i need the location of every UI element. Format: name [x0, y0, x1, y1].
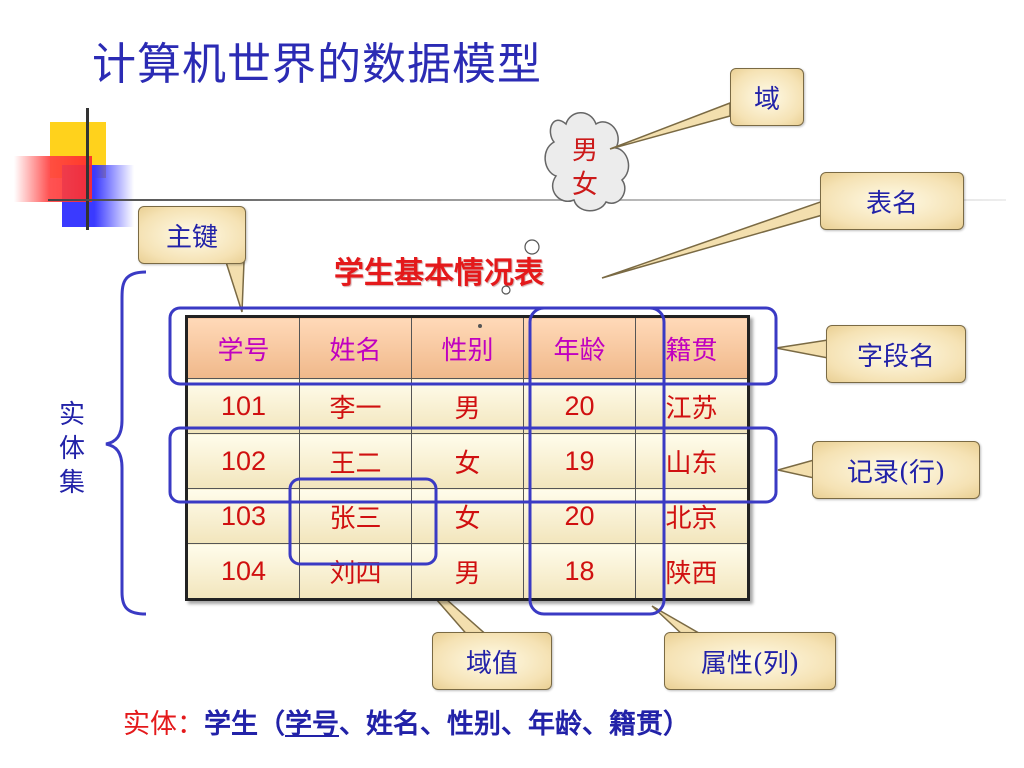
field-name-callout-tail: [775, 339, 829, 359]
entity-attributes: 、姓名、性别、年龄、籍贯）: [339, 709, 690, 740]
callout-primary-key: 主键: [138, 206, 246, 264]
decor-red-square: [14, 156, 92, 202]
table-row: 101 李一 男 20 江苏: [186, 378, 749, 434]
header-cell-name: 姓名: [299, 316, 412, 379]
callout-table-name: 表名: [820, 172, 964, 230]
table-cell: 王二: [299, 433, 412, 489]
decor-horizontal-line: [48, 199, 1006, 201]
table-cell: 18: [523, 543, 636, 600]
callout-attribute: 属性(列): [664, 632, 836, 690]
cloud-domain-values: 男 女: [560, 134, 610, 202]
table-cell: 104: [186, 543, 300, 600]
table-cell: 北京: [635, 488, 749, 544]
entity-set-label: 实 体 集: [54, 398, 90, 500]
student-info-table: 学号 姓名 性别 年龄 籍贯 101 李一 男 20 江苏 102 王二 女 1…: [185, 315, 750, 601]
callout-field-name: 字段名: [826, 325, 966, 383]
table-name-callout-tail: [601, 198, 827, 279]
header-cell-age: 年龄: [523, 316, 636, 379]
table-row: 104 刘四 男 18 陕西: [186, 543, 749, 600]
table-cell: 山东: [635, 433, 749, 489]
header-cell-gender: 性别: [411, 316, 524, 379]
table-cell: 102: [186, 433, 300, 489]
cloud-value: 男: [571, 136, 598, 166]
table-cell: 女: [411, 488, 524, 544]
entity-prefix: 实体：: [123, 709, 204, 740]
entity-set-char: 集: [58, 468, 85, 498]
entity-name: 学生（: [204, 709, 285, 740]
entity-set-brace: [105, 270, 147, 616]
entity-key: 学号: [285, 709, 339, 740]
entity-set-char: 实: [58, 400, 85, 430]
table-cell: 女: [411, 433, 524, 489]
table-cell: 陕西: [635, 543, 749, 600]
callout-domain: 域: [730, 68, 804, 126]
cloud-shape: [544, 112, 630, 212]
table-cell: 张三: [299, 488, 412, 544]
table-cell: 103: [186, 488, 300, 544]
record-callout-tail: [777, 459, 815, 479]
domain-callout-tail: [609, 101, 731, 150]
table-cell: 刘四: [299, 543, 412, 600]
entity-definition: 实体：学生（学号、姓名、性别、年龄、籍贯）: [123, 702, 690, 741]
table-row: 102 王二 女 19 山东: [186, 433, 749, 489]
primary-key-callout-tail: [224, 261, 245, 313]
table-row: 103 张三 女 20 北京: [186, 488, 749, 544]
table-cell: 101: [186, 378, 300, 434]
table-cell: 19: [523, 433, 636, 489]
header-cell-student-id: 学号: [186, 316, 300, 379]
table-cell: 20: [523, 488, 636, 544]
callout-domain-value: 域值: [432, 632, 552, 690]
page-title: 计算机世界的数据模型: [92, 39, 542, 90]
table-cell: 江苏: [635, 378, 749, 434]
decor-vertical-line: [86, 108, 89, 230]
table-header-row: 学号 姓名 性别 年龄 籍贯: [186, 316, 749, 379]
decor-circle: [524, 239, 540, 255]
table-cell: 男: [411, 543, 524, 600]
cloud-value: 女: [571, 170, 598, 200]
table-cell: 20: [523, 378, 636, 434]
table-title: 学生基本情况表: [334, 256, 544, 291]
decor-circle: [501, 285, 511, 295]
table-cell: 李一: [299, 378, 412, 434]
header-cell-hometown: 籍贯: [635, 316, 749, 379]
table-cell: 男: [411, 378, 524, 434]
entity-set-char: 体: [58, 434, 85, 464]
callout-record: 记录(行): [812, 441, 980, 499]
